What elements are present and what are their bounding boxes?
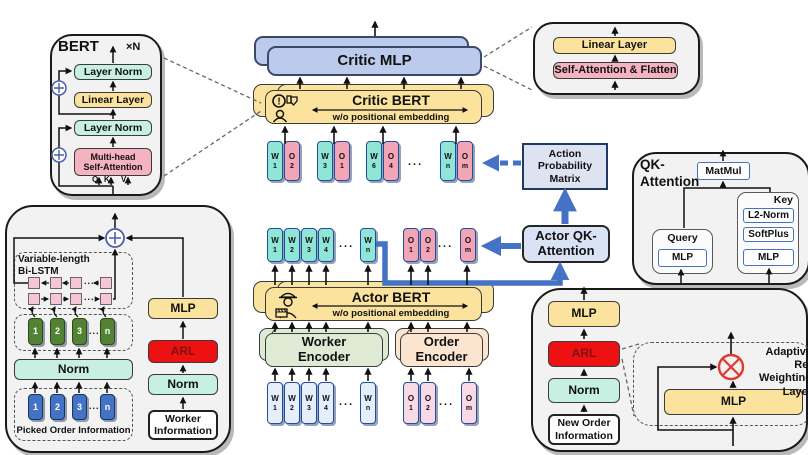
worker-encoder: Worker Encoder: [265, 333, 383, 367]
actor-w-ellipsis: ...: [339, 238, 355, 250]
green-token-2: 2: [50, 318, 65, 345]
blue-token-2: 2: [50, 394, 65, 420]
lstm-ellipsis: ...: [84, 292, 95, 302]
worker-detail-mlp: MLP: [148, 298, 218, 319]
blue-ellipsis: ...: [89, 401, 100, 411]
lstm-ellipsis: ...: [84, 276, 95, 286]
q-label: Q: [92, 175, 99, 184]
critic-mlp-detail-panel: [533, 22, 700, 95]
key-mlp: MLP: [743, 249, 794, 266]
order-detail-mlp: MLP: [548, 301, 620, 327]
blue-token-3: 3: [72, 394, 87, 420]
blue-token-1: 1: [28, 394, 43, 420]
critic-bert: [265, 90, 482, 124]
lstm-cell: [50, 293, 62, 305]
lstm-cell: [70, 293, 82, 305]
linear-layer: Linear Layer: [74, 92, 152, 108]
critic-bert-note: w/o positional embedding: [332, 112, 450, 123]
order-detail-arl: ARL: [548, 341, 620, 367]
blue-tokens-dashed-box: [14, 388, 133, 441]
picked-order-label: Picked Order Information: [16, 425, 131, 436]
actor-o-ellipsis: ...: [438, 238, 454, 250]
layer-norm-bottom: Layer Norm: [74, 120, 152, 136]
bert-title: BERT: [58, 38, 99, 55]
green-token-3: 3: [72, 318, 87, 345]
order-encoder: Order Encoder: [400, 333, 483, 367]
worker-information: Worker Information: [148, 410, 218, 440]
green-ellipsis: ...: [89, 326, 100, 336]
green-token-1: 1: [28, 318, 43, 345]
multi-head-self-attention: Multi-head Self-Attention: [74, 148, 152, 176]
lstm-cell: [28, 277, 40, 289]
order-detail-norm: Norm: [548, 378, 620, 403]
query-mlp: MLP: [658, 249, 707, 267]
qk-detail-title: QK- Attention: [640, 157, 700, 189]
worker-detail-arl: ARL: [148, 340, 218, 363]
input-w-ellipsis: ...: [339, 396, 355, 408]
key-l2norm: L2-Norm: [743, 208, 794, 223]
actor-icon: [275, 292, 297, 319]
query-label: Query: [667, 232, 698, 244]
actor-qk-attention: Actor QK- Attention: [522, 225, 610, 263]
critic-head-sa-flatten: Self-Attention & Flatten: [553, 62, 678, 79]
green-token-n: n: [100, 318, 115, 345]
lstm-cell: [28, 293, 40, 305]
critic-head-linear: Linear Layer: [553, 37, 676, 54]
svg-text:!: !: [277, 97, 280, 108]
critic-bert-title: Critic BERT: [352, 92, 430, 108]
matmul-box: MatMul: [697, 162, 750, 180]
actor-bert-note: w/o positional embedding: [332, 308, 450, 319]
bert-repeat-label: ×N: [126, 41, 141, 53]
lstm-cell: [70, 277, 82, 289]
lstm-cell: [100, 293, 112, 305]
worker-detail-norm: Norm: [14, 359, 133, 380]
critic-icon: !: [272, 94, 298, 123]
critic-mlp: Critic MLP: [267, 46, 482, 76]
blue-token-n: n: [100, 394, 115, 420]
lstm-cell: [50, 277, 62, 289]
v-label: V: [121, 175, 127, 184]
pairs-ellipsis: ...: [408, 156, 424, 168]
worker-detail-norm2: Norm: [148, 374, 218, 395]
arw-label: Adaptive Re-Weighting Layer: [759, 346, 808, 398]
bilstm-label: Variable-length Bi-LSTM: [18, 254, 90, 277]
input-o-ellipsis: ...: [439, 396, 455, 408]
new-order-information: New Order Information: [548, 414, 620, 445]
layer-norm-top: Layer Norm: [74, 64, 152, 80]
key-label: Key: [773, 194, 793, 206]
actor-bert-title: Actor BERT: [351, 289, 431, 305]
key-softplus: SoftPlus: [743, 227, 794, 242]
green-tokens-dashed-box: [14, 314, 133, 351]
k-label: K: [104, 175, 110, 184]
action-probability-matrix: Action Probability Matrix: [522, 143, 608, 190]
lstm-cell: [100, 277, 112, 289]
